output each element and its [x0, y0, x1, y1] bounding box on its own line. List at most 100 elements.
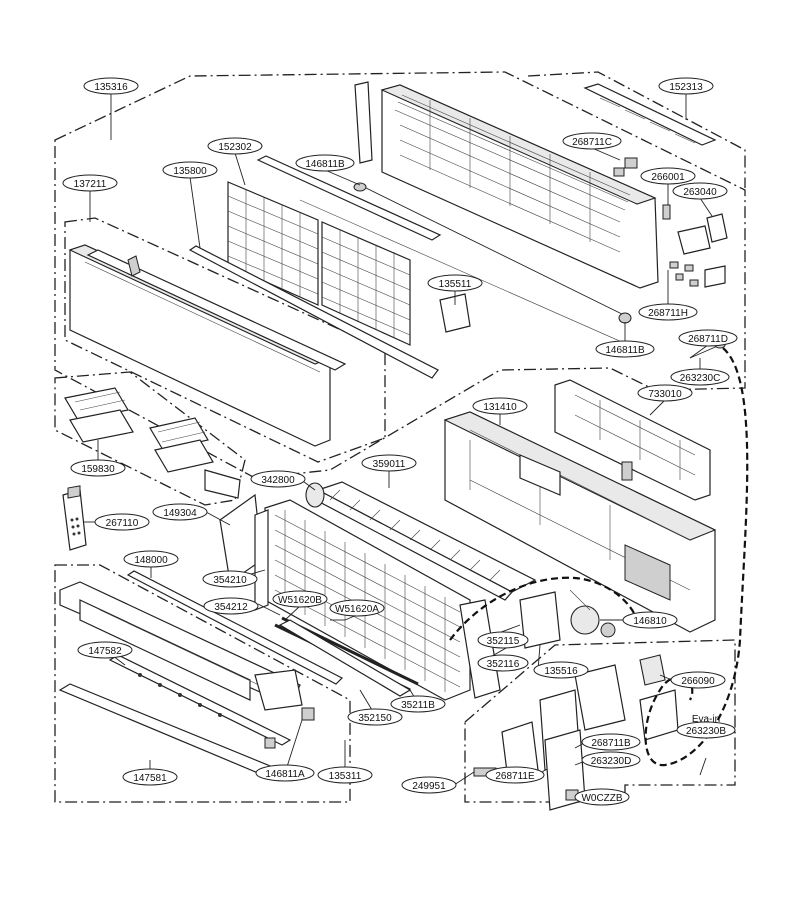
- part-266001: [662, 204, 671, 220]
- label-147582: 147582: [77, 641, 133, 659]
- front-panel-137211: [68, 244, 347, 447]
- label-268711H: 268711H: [638, 303, 698, 321]
- svg-text:359011: 359011: [373, 459, 406, 470]
- svg-text:352116: 352116: [487, 659, 520, 670]
- svg-text:263230C: 263230C: [680, 373, 721, 384]
- label-135516: 135516: [533, 661, 589, 679]
- svg-text:146811B: 146811B: [305, 159, 345, 170]
- svg-text:263230D: 263230D: [591, 756, 632, 767]
- svg-text:147581: 147581: [133, 773, 167, 784]
- label-135311: 135311: [317, 766, 373, 784]
- svg-text:131410: 131410: [483, 402, 517, 413]
- rail-135800: [188, 245, 439, 379]
- display-housing: [677, 225, 711, 255]
- label-268711D: 268711D: [678, 329, 738, 347]
- svg-text:352150: 352150: [358, 713, 392, 724]
- label-266001: 266001: [640, 167, 696, 185]
- small-clip: [613, 167, 625, 177]
- label-152302: 152302: [207, 137, 263, 155]
- label-eva-in: Eva-in: [692, 714, 720, 725]
- boundary-drain-pan: [54, 564, 351, 803]
- air-filters-152302: [227, 181, 411, 346]
- svg-text:267110: 267110: [106, 518, 139, 529]
- svg-text:W51620A: W51620A: [335, 604, 379, 615]
- svg-text:W51620B: W51620B: [278, 595, 322, 606]
- label-359011: 359011: [361, 454, 417, 472]
- svg-text:354210: 354210: [213, 575, 247, 586]
- label-352115: 352115: [477, 631, 529, 649]
- motor-cover-135516: [519, 591, 561, 649]
- svg-text:149304: 149304: [163, 508, 197, 519]
- svg-text:268711C: 268711C: [572, 137, 612, 148]
- svg-text:147582: 147582: [88, 646, 122, 657]
- svg-text:268711E: 268711E: [495, 771, 535, 782]
- motor-mount: [624, 544, 671, 601]
- front-grille-assembly: [354, 81, 659, 289]
- label-135511: 135511: [427, 274, 483, 292]
- svg-text:35211B: 35211B: [401, 700, 435, 711]
- svg-text:148000: 148000: [134, 555, 168, 566]
- svg-text:152302: 152302: [218, 142, 252, 153]
- label-149304: 149304: [152, 503, 208, 521]
- label-268711C: 268711C: [562, 132, 622, 150]
- svg-text:152313: 152313: [669, 82, 703, 93]
- svg-text:135800: 135800: [173, 166, 207, 177]
- label-263230D: 263230D: [581, 751, 641, 769]
- sensor-cable: [644, 347, 749, 767]
- svg-text:135516: 135516: [544, 666, 578, 677]
- rod-148000: [126, 570, 344, 685]
- label-146811B-mid: 146811B: [595, 340, 655, 358]
- svg-text:263040: 263040: [683, 187, 717, 198]
- label-146811B-top: 146811B: [295, 154, 355, 172]
- label-137211: 137211: [62, 174, 118, 192]
- chassis-window: [519, 454, 561, 496]
- svg-text:266090: 266090: [681, 676, 715, 687]
- svg-text:146811B: 146811B: [605, 345, 645, 356]
- svg-text:146810: 146810: [633, 616, 667, 627]
- boundary-control-box: [464, 639, 736, 803]
- control-box-249951: [473, 654, 679, 811]
- label-W51620B: W51620B: [272, 590, 328, 608]
- svg-text:268711D: 268711D: [688, 334, 728, 345]
- svg-text:W0CZZB: W0CZZB: [581, 793, 622, 804]
- evaporator-354210: [254, 499, 501, 701]
- eva-sensor-cable: [449, 576, 636, 641]
- label-263230B: 263230B: [676, 721, 736, 739]
- label-146811A: 146811A: [255, 764, 315, 782]
- label-266090: 266090: [670, 671, 726, 689]
- boundary-front-panel: [64, 217, 386, 463]
- label-W0CZZB: W0CZZB: [574, 788, 630, 806]
- label-268711E: 268711E: [485, 766, 545, 784]
- svg-text:135316: 135316: [94, 82, 128, 93]
- part-146811A: [301, 707, 315, 721]
- label-131410: 131410: [472, 397, 528, 415]
- svg-text:266001: 266001: [651, 172, 685, 183]
- right-small-parts: [662, 204, 728, 288]
- label-146810: 146810: [622, 611, 678, 629]
- label-352150: 352150: [347, 708, 403, 726]
- small-sensor-block: [624, 157, 638, 169]
- fan-motor-146810: [570, 605, 600, 635]
- svg-text:159830: 159830: [81, 464, 115, 475]
- label-268711B: 268711B: [581, 733, 641, 751]
- top-strip-152313: [583, 83, 717, 146]
- label-354212: 354212: [203, 597, 259, 615]
- motor-assembly: [519, 589, 616, 649]
- part-labels: 135316 152313 268711C 152302 135800 1468…: [62, 77, 738, 806]
- svg-text:263230B: 263230B: [686, 726, 726, 737]
- remote-control-267110: [62, 485, 87, 551]
- tie-rod-146811B: [256, 155, 641, 351]
- label-152313: 152313: [658, 77, 714, 95]
- svg-text:135511: 135511: [439, 279, 472, 290]
- side-clip-left: [354, 81, 373, 164]
- label-135800: 135800: [162, 161, 218, 179]
- installation-plate-733010: [554, 379, 711, 501]
- front-grille-top: [380, 84, 657, 205]
- label-263040: 263040: [672, 182, 728, 200]
- boundary-vane-group: [54, 371, 246, 506]
- label-249951: 249951: [401, 776, 457, 794]
- label-147581: 147581: [122, 768, 178, 786]
- vane-group-159830: [64, 387, 241, 499]
